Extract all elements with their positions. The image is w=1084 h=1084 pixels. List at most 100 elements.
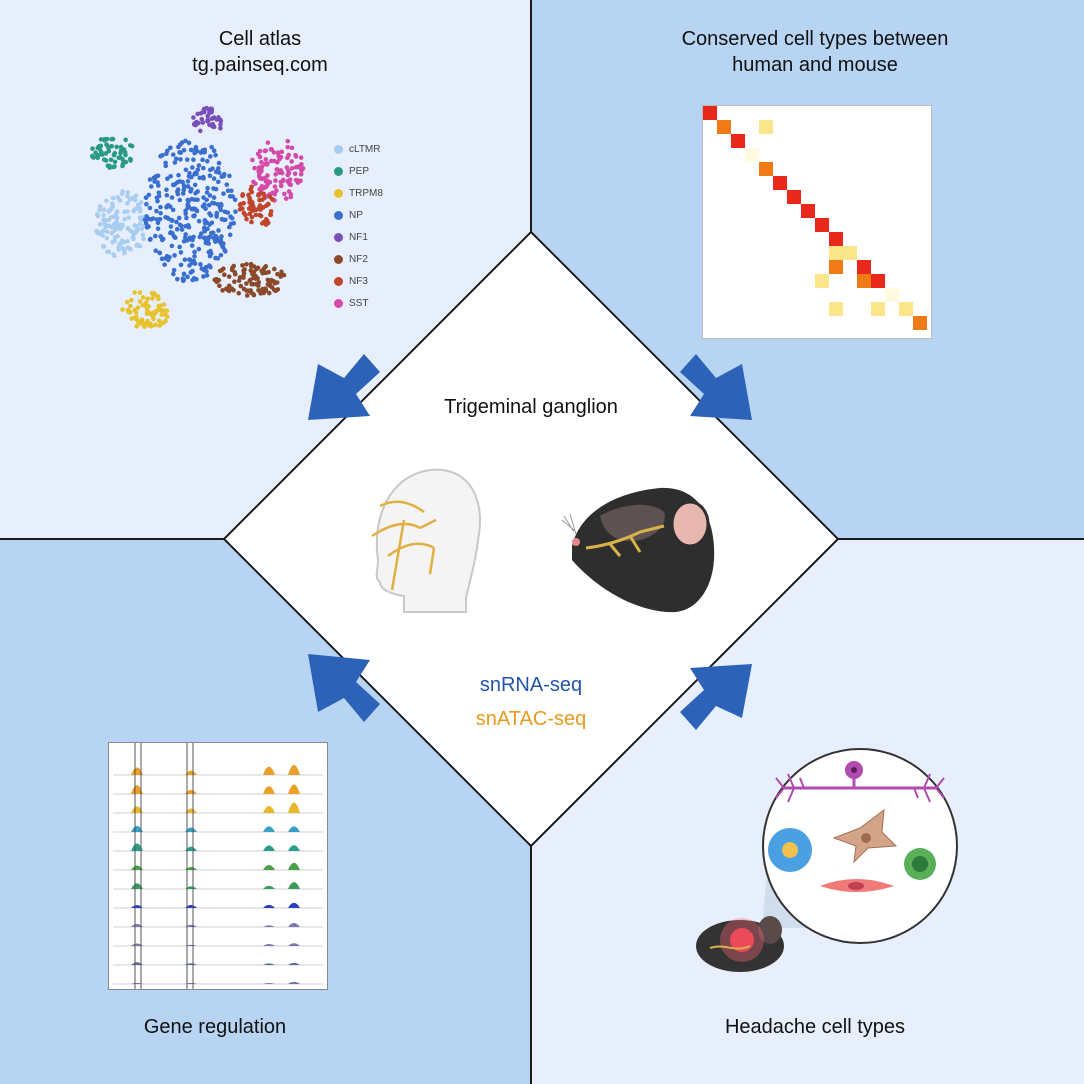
umap-point [207, 167, 213, 173]
umap-point [143, 195, 149, 201]
umap-point [238, 201, 243, 207]
umap-point [145, 296, 150, 302]
umap-point [188, 270, 194, 275]
umap-point [241, 210, 247, 216]
umap-point [164, 187, 169, 193]
umap-point [97, 204, 103, 209]
umap-point [118, 144, 124, 150]
umap-point [241, 268, 246, 273]
umap-point [266, 290, 272, 296]
umap-point [156, 318, 162, 324]
umap-point [274, 188, 279, 193]
umap-point [213, 169, 219, 175]
umap-point [259, 289, 265, 295]
umap-point [248, 288, 253, 293]
umap-point [163, 160, 168, 166]
heatmap-cell [703, 106, 717, 120]
umap-point [266, 201, 271, 207]
umap-point [120, 157, 125, 162]
umap-point [207, 154, 213, 159]
umap-point [247, 197, 253, 203]
umap-point [222, 272, 227, 278]
umap-point [185, 184, 191, 189]
umap-point [142, 324, 147, 330]
umap-point [155, 226, 161, 231]
umap-point [167, 204, 173, 209]
umap-point [295, 164, 301, 169]
umap-point [160, 320, 166, 326]
umap-point [275, 271, 280, 277]
track-peaks [113, 765, 323, 775]
umap-point [177, 244, 182, 250]
umap-point [224, 286, 229, 291]
umap-point [193, 149, 198, 155]
umap-point [218, 122, 223, 127]
umap-point [174, 226, 180, 232]
umap-point [158, 210, 163, 216]
umap-point [279, 149, 285, 155]
umap-point [106, 148, 112, 154]
umap-point [263, 148, 268, 153]
legend-item: TRPM8 [334, 182, 383, 204]
umap-point [116, 225, 121, 231]
umap-point [168, 224, 174, 229]
umap-point [204, 197, 209, 203]
umap-point [249, 189, 255, 195]
umap-point [256, 192, 262, 198]
umap-point [165, 176, 170, 181]
small-mouse-icon [696, 916, 784, 972]
umap-point [240, 263, 245, 268]
cell-type-legend: cLTMR PEP TRPM8 NP NF1 NF2 NF3 SST [334, 138, 383, 314]
umap-point [140, 232, 146, 238]
umap-point [267, 194, 273, 200]
umap-point [178, 157, 183, 162]
umap-point [205, 117, 210, 123]
umap-plot [89, 105, 306, 330]
umap-point [200, 120, 206, 125]
umap-point [216, 115, 221, 120]
umap-point [108, 157, 114, 163]
umap-point [116, 155, 122, 161]
umap-point [198, 110, 204, 116]
umap-point [144, 201, 149, 207]
heatmap-cell [913, 316, 927, 330]
umap-point [129, 316, 135, 321]
umap-point [226, 274, 232, 279]
umap-point [164, 204, 169, 210]
umap-point [166, 216, 171, 222]
umap-point [284, 165, 290, 170]
umap-point [171, 271, 176, 277]
umap-point [200, 157, 205, 163]
track-peaks [113, 862, 323, 870]
umap-point [154, 195, 160, 200]
umap-point [105, 249, 110, 254]
legend-label: NF2 [349, 253, 368, 265]
umap-point [153, 322, 158, 328]
umap-point [264, 218, 270, 224]
umap-point [175, 189, 180, 194]
conserved-title: Conserved cell types between human and m… [600, 26, 1030, 78]
umap-point [120, 307, 125, 312]
cell-atlas-title-line1: Cell atlas [218, 28, 302, 50]
umap-point [289, 145, 295, 151]
umap-point [195, 167, 201, 173]
cell-types-circle [762, 748, 958, 944]
umap-point [104, 198, 109, 204]
umap-point [165, 257, 171, 263]
umap-point [186, 174, 192, 179]
umap-point [107, 165, 113, 170]
umap-point [285, 144, 291, 150]
umap-point [156, 190, 162, 196]
umap-point [202, 202, 207, 207]
track-peaks [113, 802, 323, 813]
umap-point [294, 177, 300, 183]
headache-title: Headache cell types [724, 1016, 906, 1038]
umap-point [193, 144, 199, 150]
umap-point [204, 273, 210, 278]
umap-point [164, 192, 170, 198]
umap-point [122, 150, 128, 155]
umap-point [244, 281, 249, 286]
umap-point [131, 231, 137, 237]
heatmap-cell [759, 162, 773, 176]
umap-point [298, 171, 304, 177]
